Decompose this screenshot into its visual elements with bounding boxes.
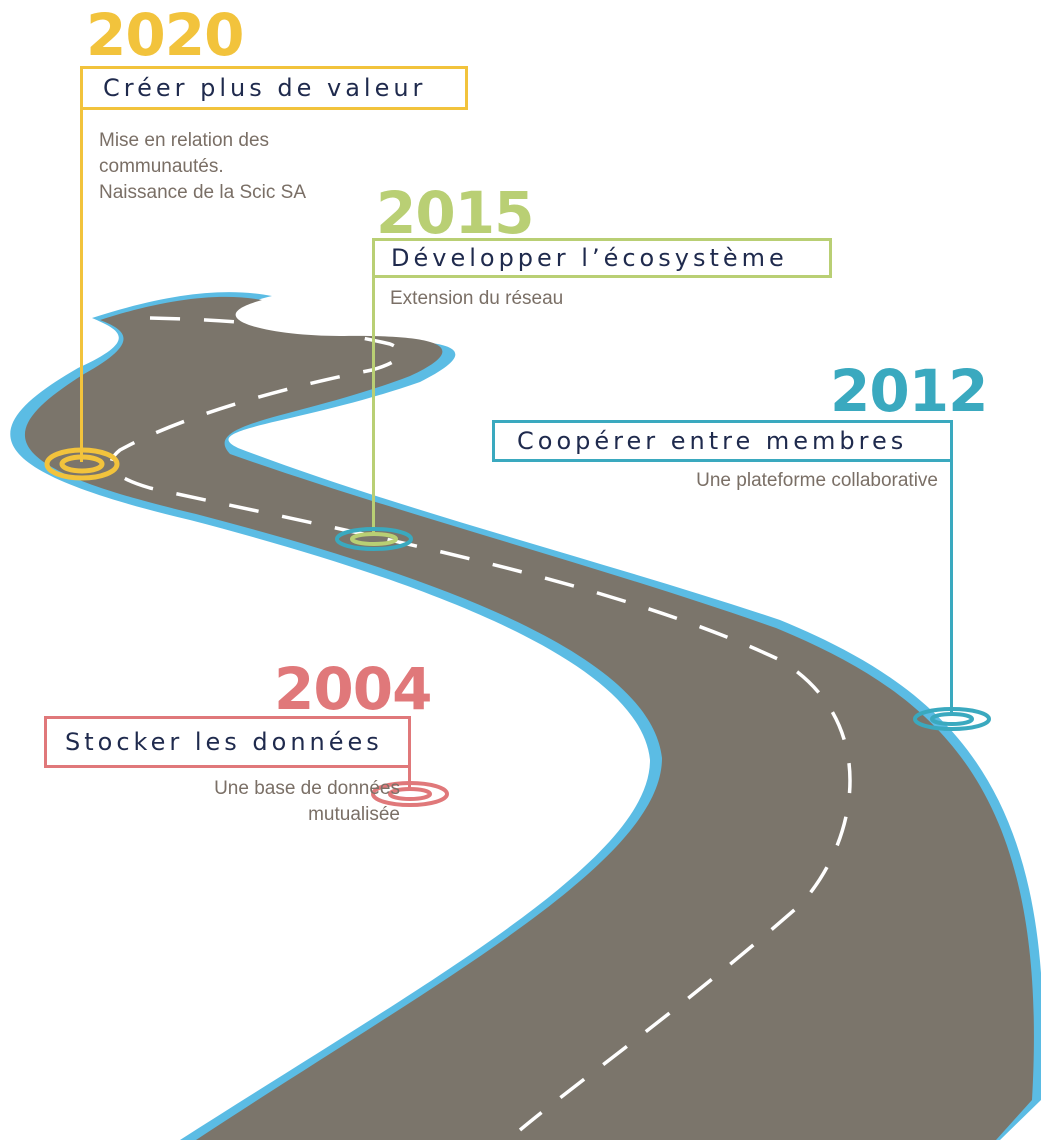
milestone-2004-description: Une base de données mutualisée	[214, 776, 400, 828]
desc-line: Mise en relation des	[99, 130, 270, 151]
milestone-2012-marker	[913, 707, 991, 731]
desc-line: communautés.	[99, 156, 224, 177]
desc-line: Extension du réseau	[390, 288, 564, 309]
desc-line: Naissance de la Scic SA	[99, 182, 306, 203]
milestone-2004-title: Stocker les données	[44, 716, 411, 768]
milestone-2020-line	[80, 66, 83, 462]
milestone-2012-description: Une plateforme collaborative	[696, 468, 938, 494]
milestone-2012-title: Coopérer entre membres	[492, 420, 953, 462]
milestone-2020-title: Créer plus de valeur	[80, 66, 468, 110]
milestone-2015-title: Développer l’écosystème	[372, 238, 832, 278]
milestone-2015-year: 2015	[376, 179, 534, 247]
desc-line: mutualisée	[308, 804, 400, 825]
desc-line: Une plateforme collaborative	[696, 470, 938, 491]
desc-line: Une base de données	[214, 778, 400, 799]
road-center-dashes	[109, 316, 852, 1132]
milestone-2020-marker	[44, 447, 120, 481]
milestone-2020-year: 2020	[86, 1, 244, 69]
milestone-2015-description: Extension du réseau	[390, 286, 563, 312]
milestone-2020-description: Mise en relation des communautés. Naissa…	[99, 128, 306, 206]
road-surface	[24, 296, 1034, 1140]
milestone-2004-year: 2004	[274, 655, 432, 723]
milestone-2012-year: 2012	[830, 357, 988, 425]
milestone-2015-marker	[335, 527, 413, 551]
milestone-2015-line	[372, 238, 375, 536]
milestone-2012-line	[950, 420, 953, 716]
milestone-2004-marker	[371, 781, 449, 807]
